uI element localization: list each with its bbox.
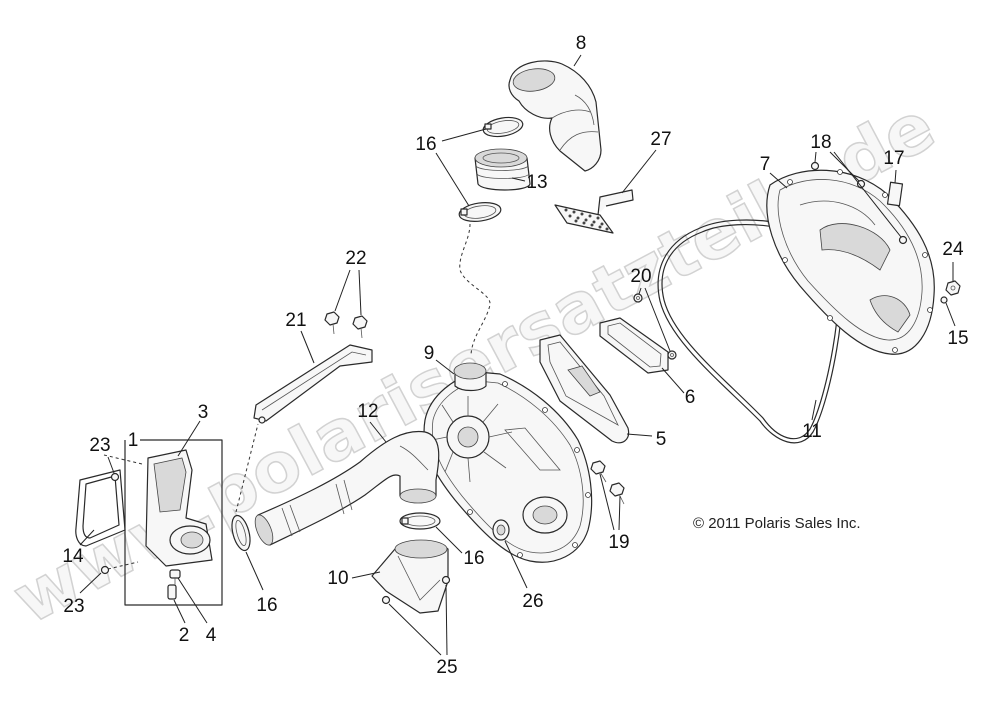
part-26-grommet bbox=[492, 519, 510, 541]
part-3-airbox bbox=[145, 449, 213, 567]
part-8-intake-duct bbox=[508, 60, 602, 172]
callout-9: 9 bbox=[424, 343, 435, 364]
part-14-gasket bbox=[75, 469, 126, 547]
part-17-decal bbox=[886, 181, 904, 207]
callout-27: 27 bbox=[650, 129, 671, 150]
callout-16-top: 16 bbox=[415, 134, 436, 155]
callout-16-left: 16 bbox=[256, 595, 277, 616]
assembly-dashed-lines bbox=[103, 223, 491, 570]
part-1-airbox-assembly-frame bbox=[124, 439, 223, 606]
part-21-bracket bbox=[253, 344, 373, 424]
callout-10: 10 bbox=[327, 568, 348, 589]
part-16-clamp-left bbox=[231, 514, 251, 552]
part-16-clamp-top bbox=[482, 116, 524, 138]
callout-20: 20 bbox=[630, 266, 651, 287]
part-19-bolts bbox=[590, 460, 625, 505]
part-15-washer bbox=[940, 296, 948, 304]
callout-2: 2 bbox=[179, 625, 190, 646]
callout-23-top: 23 bbox=[89, 435, 110, 456]
part-10-lower-duct bbox=[371, 539, 449, 614]
callout-3: 3 bbox=[198, 402, 209, 423]
callout-18: 18 bbox=[810, 132, 831, 153]
callout-7: 7 bbox=[760, 154, 771, 175]
callout-21: 21 bbox=[285, 310, 306, 331]
callout-17: 17 bbox=[883, 148, 904, 169]
part-24-nut bbox=[945, 280, 961, 296]
callout-23-bottom: 23 bbox=[63, 596, 84, 617]
callout-14: 14 bbox=[62, 546, 84, 567]
callout-25: 25 bbox=[436, 657, 457, 678]
callout-5: 5 bbox=[656, 429, 667, 450]
callout-16-right: 16 bbox=[463, 548, 484, 569]
part-20-nuts bbox=[633, 293, 677, 360]
part-16-clamp-middle bbox=[458, 202, 502, 222]
part-12-intake-hose bbox=[254, 430, 440, 546]
callout-13: 13 bbox=[526, 172, 547, 193]
part-6-plate bbox=[599, 317, 669, 374]
callout-1: 1 bbox=[128, 430, 139, 451]
part-22-bolts bbox=[324, 311, 368, 339]
callout-12: 12 bbox=[357, 401, 378, 422]
callout-19: 19 bbox=[608, 532, 629, 553]
callout-15: 15 bbox=[947, 328, 968, 349]
callout-22: 22 bbox=[345, 248, 366, 269]
part-4-valve bbox=[169, 569, 181, 585]
part-25-screws bbox=[381, 575, 451, 605]
part-5-seal bbox=[539, 334, 630, 444]
part-2-drain-plug bbox=[167, 584, 177, 600]
copyright-notice: © 2011 Polaris Sales Inc. bbox=[693, 515, 861, 532]
part-13-coupler bbox=[474, 148, 531, 191]
part-18-screws bbox=[810, 161, 908, 245]
part-16-clamp-right bbox=[399, 512, 441, 530]
callout-4: 4 bbox=[206, 625, 217, 646]
part-23-screws bbox=[100, 472, 120, 575]
part-9-inner-clutch-cover bbox=[423, 362, 593, 563]
callout-8: 8 bbox=[576, 33, 587, 54]
part-7-outer-clutch-cover bbox=[766, 169, 935, 355]
part-27-screen bbox=[554, 189, 634, 234]
callouts: 8 16 13 27 7 18 17 24 15 22 21 20 9 6 11… bbox=[62, 33, 968, 678]
callout-6: 6 bbox=[685, 387, 696, 408]
callout-11: 11 bbox=[802, 421, 822, 442]
callout-24: 24 bbox=[942, 239, 964, 260]
callout-26: 26 bbox=[522, 591, 543, 612]
leader-lines bbox=[79, 54, 956, 656]
